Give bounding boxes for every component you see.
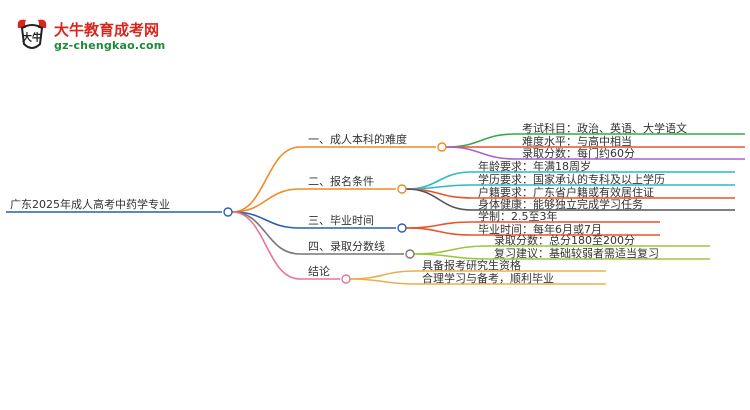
item-label: 录取分数：每门约60分 [522, 146, 635, 160]
mindmap-edges [231, 133, 517, 285]
root-node-dot [223, 207, 233, 217]
item-label: 复习建议：基础较弱者需适当复习 [494, 246, 659, 260]
branch-to-item-edge [405, 184, 473, 190]
branch-to-item-edge [405, 227, 473, 236]
brand-url: gz-chengkao.com [54, 39, 166, 52]
branch-to-item-edge [349, 278, 417, 285]
branch-label: 二、报名条件 [308, 174, 374, 188]
branch-node-dot [397, 223, 407, 233]
branch-label: 四、录取分数线 [308, 239, 385, 253]
mindmap-nodes: 广东2025年成人高考中药学专业 一、成人本科的难度 考试科目：政治、英语、大学语文… [6, 121, 745, 285]
item-label: 学历要求：国家承认的专科及以上学历 [478, 172, 665, 186]
branch-to-item-edge [413, 253, 489, 260]
branch-node-dot [405, 249, 415, 259]
watermark-logo: 大牛 大牛教育成考网 gz-chengkao.com [14, 14, 166, 60]
branch-node-dot [437, 142, 447, 152]
item-label: 合理学习与备考，顺利毕业 [422, 271, 554, 285]
branch-node-dot [341, 274, 351, 284]
item-label: 考试科目：政治、英语、大学语文 [522, 121, 687, 135]
branch-to-item-edge [405, 188, 473, 211]
branch-label: 结论 [308, 264, 330, 278]
item-label: 难度水平：与高中相当 [522, 134, 632, 148]
item-label: 录取分数：总分180至200分 [494, 233, 635, 247]
branch-to-item-edge [405, 221, 473, 229]
branch-label: 三、毕业时间 [308, 214, 374, 227]
branch-to-item-edge [349, 270, 417, 280]
bull-emblem-icon: 大牛 [17, 19, 47, 49]
branch-node-dot [397, 184, 407, 194]
branch-label: 一、成人本科的难度 [308, 132, 407, 146]
root-to-branch-edge [231, 146, 301, 213]
item-label: 年龄要求：年满18周岁 [478, 159, 591, 173]
item-label: 毕业时间：每年6月或7月 [478, 222, 602, 236]
item-label: 学制：2.5至3年 [478, 209, 558, 223]
item-label: 户籍要求：广东省户籍或有效居住证 [478, 185, 654, 199]
root-to-branch-edge [231, 211, 301, 280]
branch-to-item-edge [445, 146, 517, 160]
emblem-text: 大牛 [22, 31, 42, 44]
branch-to-item-edge [413, 245, 489, 255]
item-label: 身体健康：能够独立完成学习任务 [478, 197, 643, 211]
branch-to-item-edge [445, 133, 517, 148]
root-to-branch-edge [231, 188, 301, 213]
item-label: 具备报考研究生资格 [422, 258, 521, 272]
brand-name: 大牛教育成考网 [54, 21, 160, 39]
root-label: 广东2025年成人高考中药学专业 [10, 197, 170, 211]
root-to-branch-edge [231, 211, 301, 255]
